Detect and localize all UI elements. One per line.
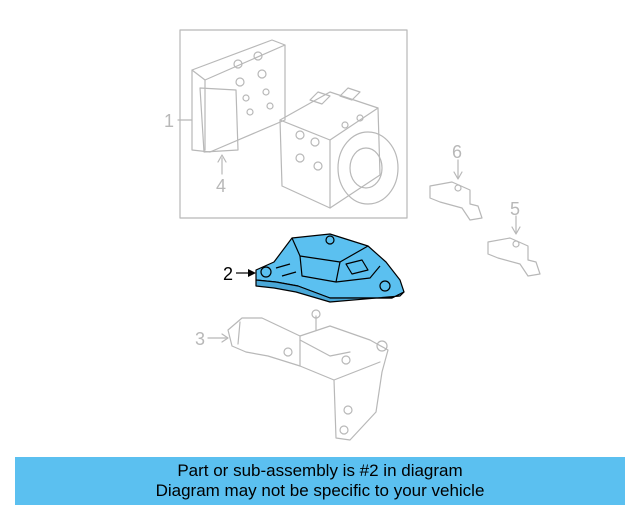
callout-5: 5 bbox=[510, 199, 520, 219]
control-module-part bbox=[191, 39, 286, 153]
banner-line-1: Part or sub-assembly is #2 in diagram bbox=[177, 461, 463, 480]
callout-1: 1 bbox=[164, 111, 174, 131]
sensor-part-6 bbox=[429, 159, 483, 221]
callout-6: 6 bbox=[452, 142, 462, 162]
assembly-frame bbox=[179, 29, 408, 219]
bracket-part bbox=[207, 309, 389, 441]
callout-3: 3 bbox=[195, 329, 205, 349]
callout-2-arrowhead bbox=[248, 269, 256, 277]
parts-diagram: 1 2 3 4 5 6 bbox=[164, 29, 541, 441]
banner-line-2: Diagram may not be specific to your vehi… bbox=[155, 481, 485, 500]
sensor-part-5 bbox=[487, 215, 541, 277]
info-banner: Part or sub-assembly is #2 in diagram Di… bbox=[15, 457, 625, 505]
callout-2: 2 bbox=[223, 264, 233, 284]
callout-4: 4 bbox=[216, 176, 226, 196]
hydraulic-unit-part bbox=[279, 87, 399, 209]
highlighted-part-2 bbox=[255, 233, 405, 303]
